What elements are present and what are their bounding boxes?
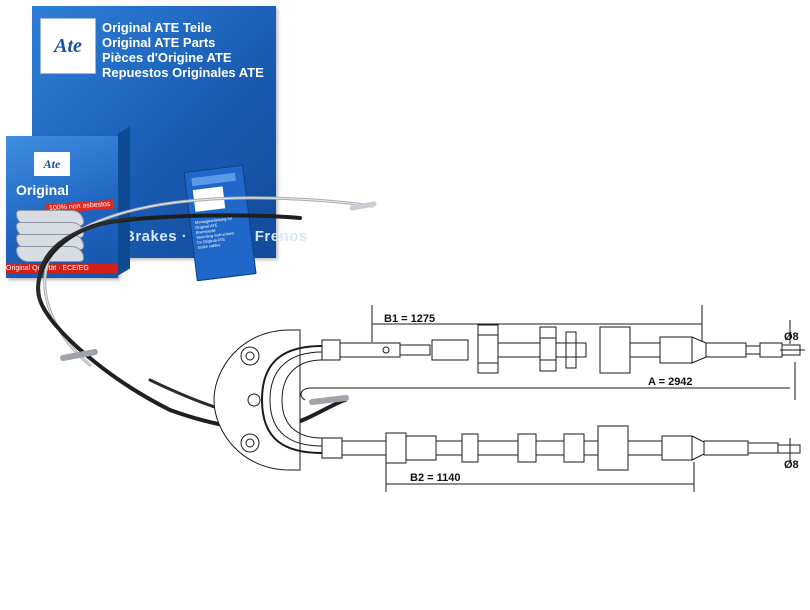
b1-dimension-label: B1 = 1275 bbox=[384, 313, 435, 325]
pad-box-title: Original bbox=[16, 182, 69, 198]
cable-technical-drawing bbox=[213, 305, 805, 492]
diameter-bottom-label: Ø8 bbox=[784, 459, 799, 471]
box-line-en: Original ATE Parts bbox=[102, 35, 216, 50]
ate-logo: Ate bbox=[40, 18, 96, 74]
box-line-de: Original ATE Teile bbox=[102, 20, 212, 35]
diameter-top-label: Ø8 bbox=[784, 331, 799, 343]
box-line-es: Repuestos Originales ATE bbox=[102, 65, 264, 80]
pad-box-logo: Ate bbox=[34, 152, 70, 176]
box-line-fr: Pièces d'Origine ATE bbox=[102, 50, 232, 65]
cable-photo bbox=[36, 196, 377, 432]
box-title-lines: Original ATE Teile Original ATE Parts Pi… bbox=[102, 20, 264, 80]
ate-logo-text: Ate bbox=[54, 34, 82, 57]
a-dimension-label: A = 2942 bbox=[648, 376, 693, 388]
b2-dimension-label: B2 = 1140 bbox=[410, 472, 460, 484]
